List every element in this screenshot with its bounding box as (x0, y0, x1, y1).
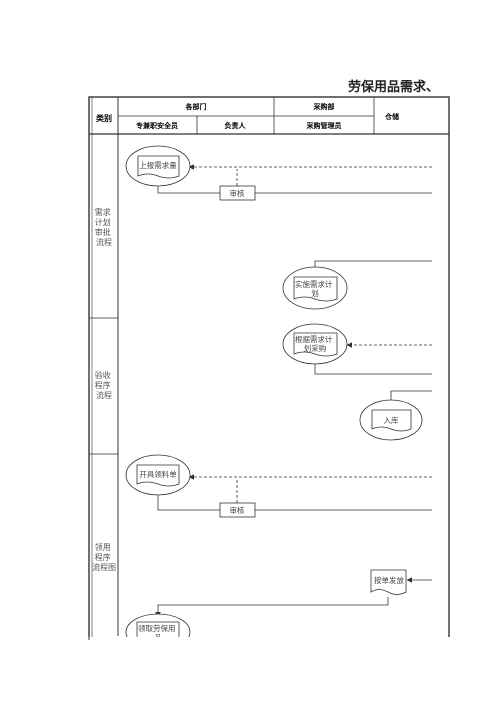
node-label-line: 划采购 (304, 343, 327, 353)
section-label-line: 流程图 (92, 562, 116, 572)
section-label-line: 验收 (95, 370, 111, 380)
section-label-line: 程序 (95, 552, 111, 562)
table-grid (88, 96, 450, 658)
section-label-acceptance: 验收 程序 流程 (95, 370, 114, 400)
header-dept-group: 各部门 (185, 102, 207, 111)
flow-distribute-to-receive (155, 597, 389, 618)
node-review-2: 审核 (219, 502, 256, 518)
node-purchase-by-plan: 根据需求计 划采购 (282, 323, 348, 365)
node-distribute-by-order-label: 按单发放 (374, 575, 404, 585)
page-cutoff (0, 637, 496, 702)
node-issue-requisition: 开具领料单 (125, 454, 191, 496)
node-warehousing: 入库 (359, 399, 423, 441)
section-label-line: 流程 (96, 390, 112, 400)
section-label-line: 计划 (95, 217, 111, 227)
flow-purchase-right (314, 363, 432, 375)
section-label-line: 领用 (95, 542, 111, 552)
header-safety-officer: 专兼职安全员 (136, 121, 178, 130)
node-implement-plan-label: 实施需求计 划 (295, 279, 335, 298)
node-distribute-by-order: 按单发放 (370, 569, 407, 595)
section-label-line: 审批 (95, 227, 111, 237)
node-label-line: 划 (311, 288, 319, 298)
section-label-line: 程序 (95, 380, 111, 390)
node-purchase-by-plan-label: 根据需求计 划采购 (295, 334, 335, 353)
node-label-line: 领取劳保用 (138, 623, 176, 633)
section-label-line: 流程 (96, 237, 112, 247)
node-review-1: 审核 (219, 185, 256, 201)
connectors (155, 164, 432, 618)
node-warehousing-label: 入库 (384, 415, 399, 425)
header-category: 类别 (96, 113, 112, 123)
header-person-in-charge: 负责人 (225, 121, 247, 130)
node-implement-plan: 实施需求计 划 (282, 266, 348, 310)
flow-requisition-to-review (157, 491, 220, 511)
node-report-demand: 上报需求量 (125, 145, 191, 187)
page-title: 劳保用品需求、 (348, 80, 440, 95)
section-label-demand: 需求 计划 审批 流程 (95, 207, 114, 247)
node-issue-requisition-label: 开具领料单 (139, 469, 177, 479)
section-label-requisition: 领用 程序 流程图 (92, 542, 116, 572)
node-review-2-label: 审核 (230, 505, 245, 515)
header-purchasing-dept: 采购部 (313, 102, 335, 111)
node-label-line: 根据需求计 (295, 334, 333, 344)
node-review-1-label: 审核 (230, 188, 245, 198)
section-label-line: 需求 (95, 207, 111, 217)
header-warehouse: 仓储 (384, 112, 399, 121)
node-label-line: 实施需求计 (295, 279, 333, 289)
node-report-demand-label: 上报需求量 (139, 160, 177, 170)
header-purchasing-manager: 采购管理员 (306, 121, 342, 130)
